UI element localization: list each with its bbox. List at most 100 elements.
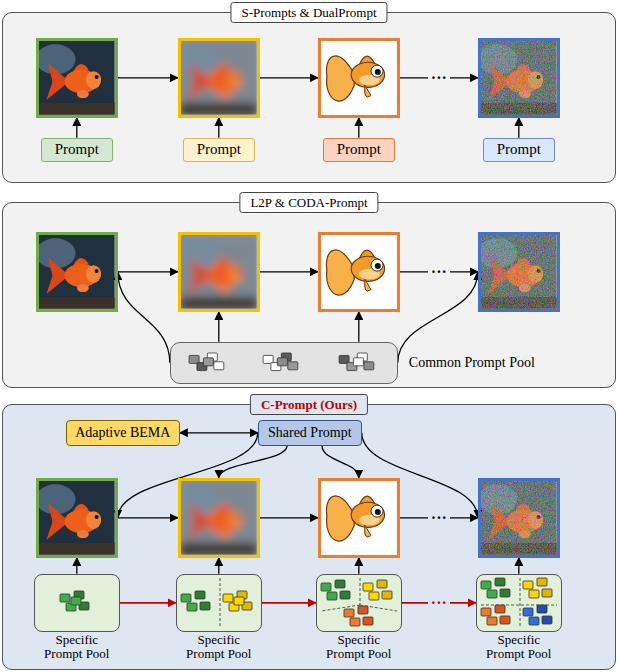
flow-arrow: [118, 271, 178, 272]
prompt-square: [363, 617, 373, 625]
goldfish-picture: [181, 481, 257, 555]
prompt-square: [542, 616, 552, 624]
prompt-square: [529, 590, 539, 598]
panel-title: S-Prompts & DualPrompt: [230, 2, 387, 23]
prompt-square: [529, 617, 539, 625]
image-frame: [178, 38, 260, 118]
prompt-square: [481, 581, 491, 589]
prompt-box: Prompt: [483, 138, 555, 162]
prompt-square: [203, 358, 213, 366]
specific-prompt-pool: Specific Prompt Pool: [176, 574, 262, 632]
flow-arrow: [180, 432, 258, 433]
prompt-square: [339, 355, 349, 363]
goldfish-picture: [481, 481, 557, 555]
method-panel: C-Prompt (Ours)Adaptive BEMAShared Promp…: [2, 404, 616, 670]
pool-label: Common Prompt Pool: [409, 355, 535, 371]
prompt-square: [537, 605, 547, 613]
divider-line: [359, 578, 360, 605]
flow-arrow: [260, 271, 318, 272]
prompt-square: [377, 580, 387, 588]
box-label: Shared Prompt: [268, 426, 352, 440]
box-label: Prompt: [55, 142, 99, 157]
prompt-square: [344, 609, 354, 617]
prompt-square: [487, 617, 497, 625]
prompt-square: [181, 594, 191, 602]
prompt-square: [214, 362, 224, 370]
pool-label: Specific Prompt Pool: [480, 633, 558, 662]
prompt-square: [523, 581, 533, 589]
flow-arrow: [76, 118, 77, 138]
ellipsis-label: ···: [428, 510, 450, 526]
box-label: Prompt: [337, 142, 381, 157]
image-frame: [318, 232, 400, 312]
prompt-square: [234, 597, 244, 605]
goldfish-picture: [321, 235, 397, 309]
method-panel: L2P & CODA-PromptCommon Prompt Pool: [2, 202, 616, 388]
prompt-box: Prompt: [41, 138, 113, 162]
goldfish-picture: [39, 41, 115, 115]
prompt-square: [364, 362, 374, 370]
goldfish-picture: [181, 41, 257, 115]
goldfish-picture: [39, 481, 115, 555]
flow-arrow: [358, 312, 359, 342]
prompt-box: Shared Prompt: [258, 420, 362, 446]
prompt-square: [288, 362, 298, 370]
prompt-square: [523, 608, 533, 616]
divider-line: [519, 578, 520, 628]
image-frame: [478, 232, 560, 312]
flow-arrow: [219, 446, 287, 478]
prompt-square: [60, 594, 70, 602]
flow-arrow: [76, 558, 77, 574]
specific-prompt-pool: Specific Prompt Pool: [316, 574, 402, 632]
ellipsis-label: ···: [428, 264, 450, 280]
image-frame: [318, 478, 400, 558]
panel-ground: [2, 404, 616, 670]
prompt-square: [335, 580, 345, 588]
panel-title: L2P & CODA-Prompt: [239, 192, 378, 213]
ellipsis-label: ···: [428, 70, 450, 86]
flow-arrow: [262, 602, 316, 604]
image-frame: [318, 38, 400, 118]
prompt-square: [537, 578, 547, 586]
prompt-square: [363, 583, 373, 591]
image-frame: [36, 232, 118, 312]
prompt-box: Adaptive BEMA: [66, 420, 180, 446]
prompt-squares: [35, 575, 119, 631]
prompt-square: [353, 358, 363, 366]
prompt-square: [382, 591, 392, 599]
prompt-squares: [317, 575, 401, 631]
prompt-square: [495, 605, 505, 613]
prompt-square: [369, 592, 379, 600]
prompt-square: [487, 590, 497, 598]
panel-ground: [2, 202, 616, 388]
image-frame: [178, 232, 260, 312]
flow-arrow: [518, 118, 519, 138]
flow-arrow: [118, 517, 178, 518]
flow-arrow: [358, 118, 359, 138]
prompt-squares: [171, 343, 397, 383]
image-frame: [178, 478, 260, 558]
goldfish-picture: [39, 235, 115, 309]
prompt-square: [500, 616, 510, 624]
prompt-square: [189, 355, 199, 363]
specific-prompt-pool: Specific Prompt Pool: [476, 574, 562, 632]
prompt-square: [223, 594, 233, 602]
prompt-square: [481, 608, 491, 616]
goldfish-picture: [481, 41, 557, 115]
goldfish-picture: [481, 235, 557, 309]
flow-arrow: [118, 272, 170, 363]
divider-line: [219, 578, 220, 628]
common-prompt-pool: Common Prompt Pool: [170, 342, 398, 384]
image-frame: [478, 38, 560, 118]
prompt-square: [321, 583, 331, 591]
goldfish-picture: [321, 41, 397, 115]
flow-arrow: [118, 77, 178, 78]
goldfish-picture: [181, 235, 257, 309]
pool-label: Specific Prompt Pool: [38, 633, 116, 662]
flow-arrow: [218, 118, 219, 138]
image-frame: [36, 478, 118, 558]
box-label: Prompt: [197, 142, 241, 157]
prompt-square: [500, 589, 510, 597]
